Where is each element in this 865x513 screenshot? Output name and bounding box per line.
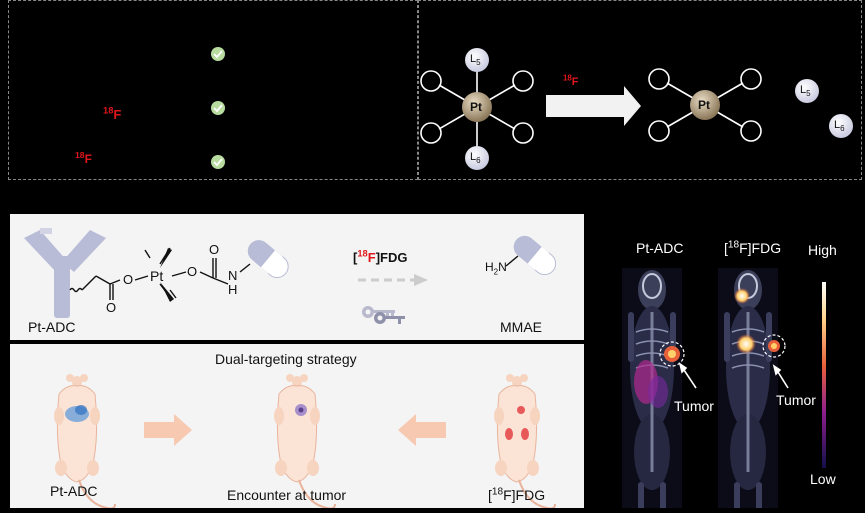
release-arrow-icon <box>358 274 428 286</box>
amine-label: H2N <box>485 260 507 277</box>
released-l6-label: L6 <box>834 119 845 134</box>
atom-pt: Pt <box>150 268 163 284</box>
pt-complex-diagram <box>420 48 853 170</box>
check-column <box>211 47 225 169</box>
atom-h: H <box>228 282 237 297</box>
tumor-label-right: Tumor <box>776 392 816 408</box>
tumor-label-left: Tumor <box>674 398 714 414</box>
atom-o: O <box>123 272 133 287</box>
mouse-pt-adc-caption: Pt-ADC <box>50 483 98 499</box>
f18-label: 18F <box>75 150 92 166</box>
top-right-panel: Pt L5 L6 18F Pt L5 L6 <box>418 0 862 180</box>
check-icon <box>211 155 225 169</box>
ligand-l6-label: L6 <box>470 151 481 166</box>
check-icon <box>211 101 225 115</box>
atom-n: N <box>228 268 237 283</box>
pet-imaging-panel: Pt-ADC [18F]FDG High Low <box>600 232 860 508</box>
ligand-l5-label: L5 <box>470 53 481 68</box>
payload-capsule-icon <box>247 240 289 279</box>
tumor-arrow-icon <box>772 364 789 389</box>
pt-atom <box>690 90 720 120</box>
ligand-l5 <box>465 48 489 72</box>
right-arrow-icon <box>144 414 192 446</box>
encounter-caption: Encounter at tumor <box>227 487 347 503</box>
key-icon <box>362 306 405 324</box>
reagent-f18-label: 18F <box>563 73 579 88</box>
mouse-illustrations <box>53 373 556 508</box>
wedge-bonds <box>160 248 174 302</box>
mmae-capsule-icon <box>513 235 557 276</box>
mouse-pt-adc-icon <box>53 373 116 508</box>
reaction-arrow-icon <box>546 86 641 126</box>
left-arrow-icon <box>398 414 446 446</box>
amine-bond <box>505 255 519 267</box>
atom-o: O <box>106 300 116 315</box>
pt-atom <box>462 92 492 122</box>
scale-high-label: High <box>808 242 837 258</box>
released-l5-label: L5 <box>800 84 811 99</box>
linker-bonds <box>69 247 229 301</box>
antibody-icon <box>24 228 106 318</box>
mouse-fdg-caption: [18F]FDG <box>488 486 546 503</box>
pt-label: Pt <box>698 98 710 112</box>
dual-targeting-panel: Dual-targeting strategy <box>10 344 584 508</box>
released-ligand-l6 <box>829 114 853 138</box>
pt-adc-chemistry-panel: O O Pt O O N H <box>10 214 584 340</box>
scale-low-label: Low <box>810 471 836 487</box>
tumor-arrow-icon <box>678 362 697 389</box>
pt-adc-structure: O O Pt O O N H <box>24 228 557 324</box>
mouse-fdg-icon <box>493 373 556 508</box>
pet-right-title: [18F]FDG <box>724 239 782 256</box>
pet-scan-fdg <box>718 268 786 508</box>
pt-label: Pt <box>470 100 482 114</box>
pet-left-title: Pt-ADC <box>636 240 684 256</box>
top-left-panel: 18F 18F <box>8 0 418 180</box>
color-scale-bar <box>822 282 826 468</box>
ligand-l6 <box>465 146 489 170</box>
pt-adc-caption: Pt-ADC <box>28 319 76 335</box>
pet-scan-pt-adc <box>622 268 685 508</box>
atom-o: O <box>187 264 197 279</box>
mouse-encounter-icon <box>273 373 336 508</box>
check-icon <box>211 47 225 61</box>
dual-targeting-title: Dual-targeting strategy <box>215 351 357 367</box>
mmae-caption: MMAE <box>500 319 542 335</box>
atom-o: O <box>209 242 219 257</box>
fdg-reagent-label: [18F]FDG <box>353 248 408 265</box>
released-ligand-l5 <box>795 79 819 103</box>
f18-label: 18F <box>103 105 122 122</box>
pet-scans <box>622 268 826 508</box>
